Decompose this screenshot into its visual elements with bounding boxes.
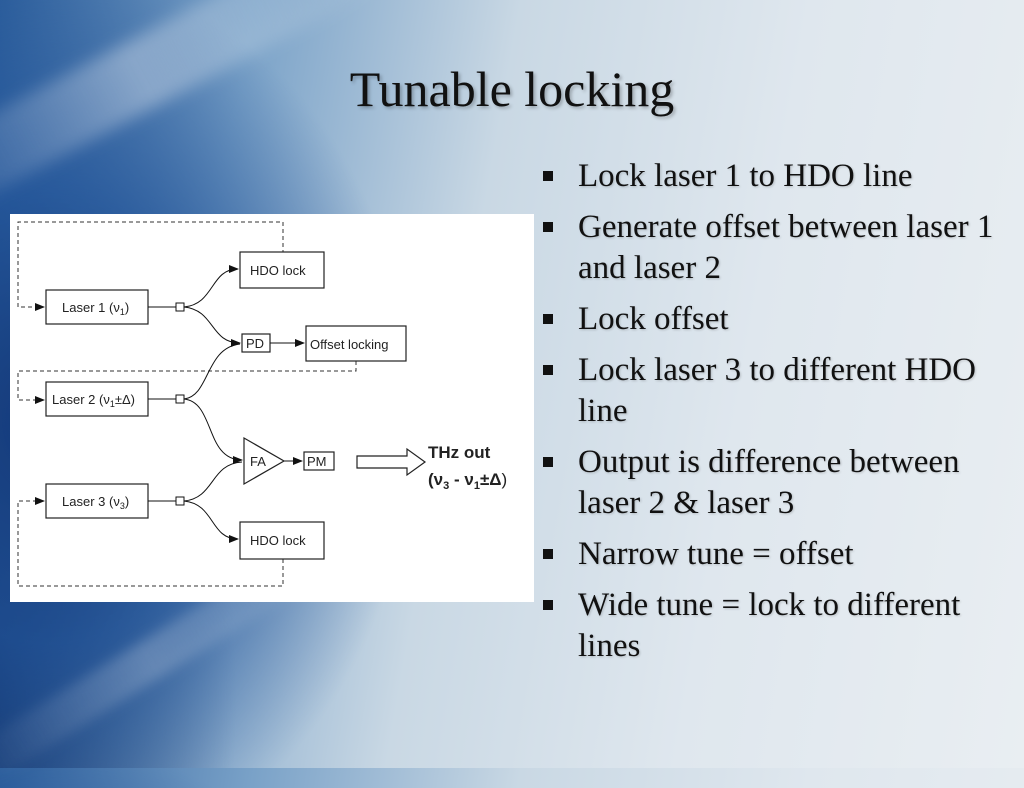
path-splitter3-to-fa bbox=[183, 461, 243, 502]
thz-formula-close: ) bbox=[502, 470, 508, 489]
path-splitter2-to-pd bbox=[183, 343, 241, 400]
pd-label: PD bbox=[246, 336, 264, 351]
thz-formula-pm: ±Δ bbox=[480, 470, 502, 489]
bullet-text: Generate offset between laser 1 and lase… bbox=[578, 209, 994, 286]
square-bullet-icon bbox=[543, 314, 553, 324]
laser2-name: Laser 2 ( bbox=[52, 392, 104, 407]
thz-output-arrow bbox=[356, 447, 427, 477]
bullet-text: Lock laser 1 to HDO line bbox=[578, 158, 913, 194]
pm-box bbox=[303, 451, 335, 471]
thz-formula-sub3: 3 bbox=[443, 480, 449, 492]
thz-formula-minus: - bbox=[449, 470, 464, 489]
pm-label: PM bbox=[307, 454, 327, 469]
bullet-item: Lock laser 1 to HDO line bbox=[540, 156, 1010, 197]
bullet-item: Output is difference between laser 2 & l… bbox=[540, 442, 1010, 524]
laser2-subscript: 1 bbox=[110, 399, 115, 409]
square-bullet-icon bbox=[543, 171, 553, 181]
hdo-lock-bottom-box bbox=[239, 521, 325, 560]
splitter-1 bbox=[175, 302, 185, 312]
feedback-loop-laser3 bbox=[17, 497, 284, 587]
square-bullet-icon bbox=[543, 549, 553, 559]
fa-label: FA bbox=[250, 454, 266, 469]
bullet-text: Narrow tune = offset bbox=[578, 536, 854, 572]
square-bullet-icon bbox=[543, 457, 553, 467]
bullet-text: Output is difference between laser 2 & l… bbox=[578, 444, 960, 521]
laser3-box bbox=[45, 483, 149, 519]
thz-formula: (ν3 - ν1±Δ) bbox=[428, 470, 507, 492]
bullet-item: Wide tune = lock to different lines bbox=[540, 585, 1010, 667]
thz-formula-v3: ν bbox=[434, 470, 443, 489]
offset-locking-box bbox=[305, 325, 407, 362]
laser3-tail: ) bbox=[125, 494, 129, 509]
diagram-canvas: Laser 1 (ν1) Laser 2 (ν1±Δ) Laser 3 (ν3)… bbox=[17, 221, 507, 587]
square-bullet-icon bbox=[543, 222, 553, 232]
splitter-2 bbox=[175, 394, 185, 404]
laser3-label: Laser 3 (ν3) bbox=[62, 494, 129, 511]
bullet-item: Generate offset between laser 1 and lase… bbox=[540, 207, 1010, 289]
path-splitter1-to-hdo-top bbox=[183, 265, 239, 308]
slide-title: Tunable locking bbox=[349, 61, 675, 117]
thz-formula-open: ( bbox=[428, 470, 434, 489]
thz-formula-sub1: 1 bbox=[474, 480, 480, 492]
splitter-3 bbox=[175, 496, 185, 506]
laser3-subscript: 3 bbox=[120, 501, 125, 511]
offset-locking-label: Offset locking bbox=[310, 337, 389, 352]
hdo-lock-bottom-label: HDO lock bbox=[250, 533, 306, 548]
laser3-symbol: ν bbox=[113, 494, 120, 509]
laser1-label: Laser 1 (ν1) bbox=[62, 300, 129, 317]
bullet-text: Lock offset bbox=[578, 301, 729, 337]
path-splitter1-to-pd bbox=[183, 306, 241, 347]
laser2-tail: ±Δ) bbox=[115, 392, 135, 407]
laser1-tail: ) bbox=[125, 300, 129, 315]
fa-amplifier-triangle bbox=[243, 436, 286, 486]
bullet-item: Lock offset bbox=[540, 299, 1010, 340]
laser3-name: Laser 3 ( bbox=[62, 494, 114, 509]
feedback-loop-laser2 bbox=[17, 361, 357, 404]
square-bullet-icon bbox=[543, 365, 553, 375]
locking-block-diagram: Laser 1 (ν1) Laser 2 (ν1±Δ) Laser 3 (ν3)… bbox=[10, 214, 534, 602]
hdo-lock-top-box bbox=[239, 251, 325, 289]
bullet-text: Wide tune = lock to different lines bbox=[578, 587, 961, 664]
laser2-symbol: ν bbox=[103, 392, 110, 407]
laser1-name: Laser 1 ( bbox=[62, 300, 114, 315]
bullet-list: Lock laser 1 to HDO line Generate offset… bbox=[540, 156, 1010, 677]
bullet-item: Lock laser 3 to different HDO line bbox=[540, 350, 1010, 432]
laser1-subscript: 1 bbox=[120, 307, 125, 317]
bullet-text: Lock laser 3 to different HDO line bbox=[578, 352, 977, 429]
feedback-loop-laser1 bbox=[17, 221, 284, 311]
laser2-label: Laser 2 (ν1±Δ) bbox=[52, 392, 135, 409]
path-splitter3-to-hdo-bottom bbox=[183, 500, 239, 543]
hdo-lock-top-label: HDO lock bbox=[250, 263, 306, 278]
bullet-item: Narrow tune = offset bbox=[540, 534, 1010, 575]
thz-formula-v1: ν bbox=[464, 470, 473, 489]
thz-out-label: THz out bbox=[428, 443, 491, 462]
laser1-symbol: ν bbox=[113, 300, 120, 315]
path-splitter2-to-fa bbox=[183, 398, 243, 464]
square-bullet-icon bbox=[543, 600, 553, 610]
